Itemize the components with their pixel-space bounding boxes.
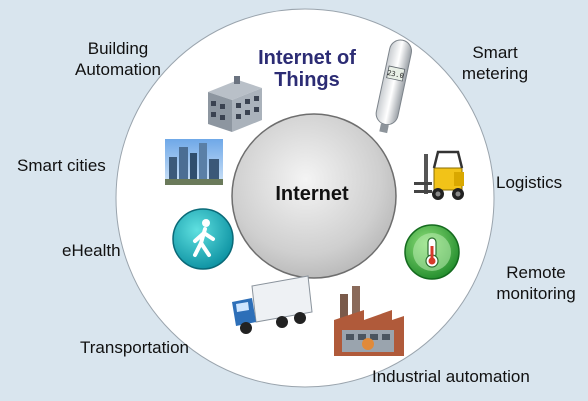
forklift-icon [414,150,464,200]
factory-icon [334,286,404,356]
smart-meter-icon: 23.0 [375,39,412,134]
label-logistics: Logistics [496,173,563,192]
svg-text:23.0: 23.0 [386,69,404,80]
label-industrial-automation: Industrial automation [372,367,530,386]
label-transportation: Transportation [80,338,189,357]
hub-label: Internet [275,183,349,205]
label-smart-metering: Smart metering [461,43,529,83]
walking-person-icon [172,208,234,270]
label-smart-cities: Smart cities [17,156,106,175]
city-skyline-icon [165,139,223,185]
thermometer-icon [404,224,460,280]
truck-icon [232,275,313,334]
label-ehealth: eHealth [62,241,121,260]
internet-hub [231,113,397,279]
label-remote-monitoring: Remote monitoring [496,263,576,303]
building-icon [208,76,262,132]
iot-title: Internet of Things [258,47,356,91]
label-building-automation: Building Automation [75,39,161,79]
